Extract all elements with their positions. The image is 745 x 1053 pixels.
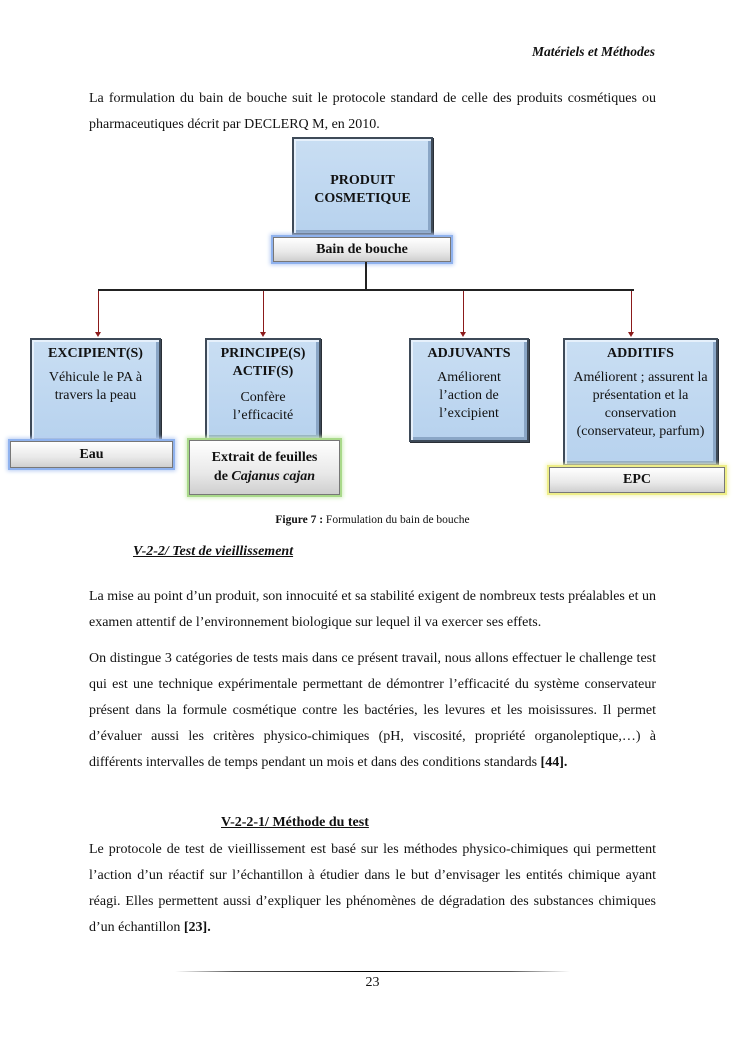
paragraph-3-text: Le protocole de test de vieillissement e…: [89, 842, 656, 935]
root-box: PRODUIT COSMETIQUE: [292, 137, 433, 235]
page-number: 23: [365, 975, 380, 990]
active-label-species: Cajanus cajan: [231, 469, 316, 484]
excipient-title: EXCIPIENT(S): [48, 346, 143, 361]
reference-44: [44].: [540, 755, 568, 770]
paragraph-1: La mise au point d’un produit, son innoc…: [89, 589, 656, 630]
reference-23: [23].: [183, 920, 211, 935]
connector-4: [631, 291, 632, 333]
figure-caption-label: Figure 7 :: [275, 514, 324, 526]
additifs-box: ADDITIFS Améliorent ; assurent la présen…: [563, 338, 718, 466]
adjuvants-title: ADJUVANTS: [427, 346, 511, 361]
connector-3: [463, 291, 464, 333]
footer-rule: [175, 971, 570, 972]
root-line1: PRODUIT: [330, 173, 395, 188]
excipient-desc: Véhicule le PA à travers la peau: [48, 370, 143, 403]
additifs-title: ADDITIFS: [607, 346, 674, 361]
active-label-prefix: de: [213, 469, 232, 484]
connector-vertical: [365, 262, 367, 290]
connector-1: [98, 291, 99, 333]
subsection-heading: V-2-2-1/ Méthode du test: [221, 815, 369, 830]
adjuvants-box: ADJUVANTS Améliorent l’action de l’excip…: [409, 338, 529, 442]
section-heading: V-2-2/ Test de vieillissement: [133, 544, 294, 559]
excipient-label: Eau: [10, 441, 173, 468]
arrow-1: [95, 332, 101, 337]
active-desc: Confère l’efficacité: [232, 390, 294, 423]
additifs-label: EPC: [549, 467, 725, 493]
arrow-2: [260, 332, 266, 337]
root-label: Bain de bouche: [273, 237, 451, 262]
figure-caption: Figure 7 : Formulation du bain de bouche: [0, 514, 745, 526]
root-line2: COSMETIQUE: [314, 191, 411, 206]
active-box: PRINCIPE(S) ACTIF(S) Confère l’efficacit…: [205, 338, 321, 440]
intro-paragraph: La formulation du bain de bouche suit le…: [89, 91, 656, 132]
paragraph-3: Le protocole de test de vieillissement e…: [89, 837, 656, 941]
active-title: PRINCIPE(S) ACTIF(S): [220, 346, 306, 379]
arrow-3: [460, 332, 466, 337]
paragraph-2-text: On distingue 3 catégories de tests mais …: [89, 651, 656, 770]
connector-horizontal: [98, 289, 634, 291]
paragraph-2: On distingue 3 catégories de tests mais …: [89, 646, 656, 776]
running-header: Matériels et Méthodes: [532, 44, 655, 59]
arrow-4: [628, 332, 634, 337]
excipient-box: EXCIPIENT(S) Véhicule le PA à travers la…: [30, 338, 161, 443]
additifs-desc: Améliorent ; assurent la présentation et…: [573, 370, 708, 439]
adjuvants-desc: Améliorent l’action de l’excipient: [437, 370, 501, 421]
connector-2: [263, 291, 264, 333]
active-label: Extrait de feuilles de Cajanus cajan: [189, 440, 340, 495]
figure-caption-text: Formulation du bain de bouche: [323, 514, 470, 526]
active-label-line1: Extrait de feuilles: [211, 450, 318, 465]
